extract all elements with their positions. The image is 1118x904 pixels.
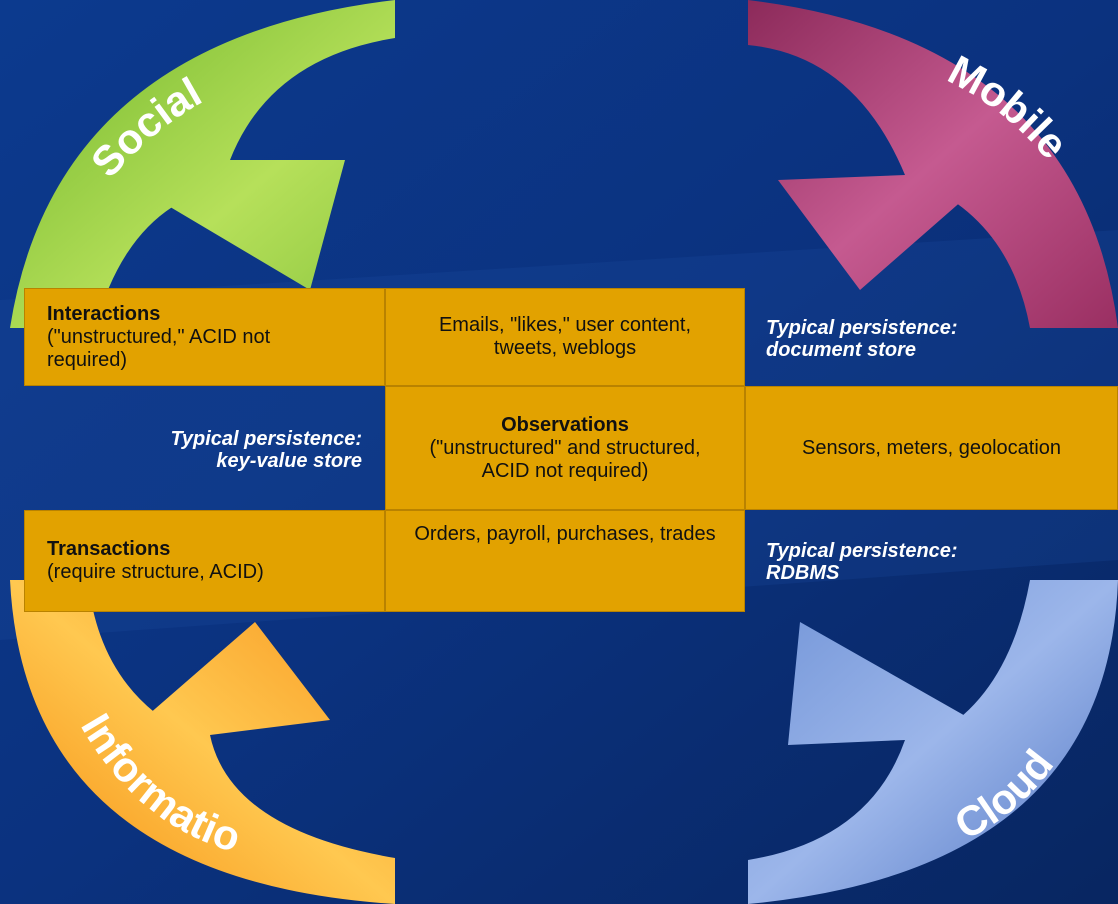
- interactions-examples: Emails, "likes," user content, tweets, w…: [438, 314, 692, 359]
- observations-detail: ("unstructured" and structured, ACID not…: [429, 436, 701, 482]
- transactions-detail: (require structure, ACID): [47, 561, 264, 583]
- document-note-line2: document store: [766, 339, 917, 361]
- rdbms-note-line2: RDBMS: [766, 562, 840, 584]
- transactions-examples-cell: Orders, payroll, purchases, trades: [385, 510, 745, 612]
- document-note-line1: Typical persistence:: [766, 317, 958, 339]
- keyvalue-note-line1: Typical persistence:: [170, 428, 362, 450]
- document-store-note: Typical persistence: document store: [766, 317, 958, 361]
- rdbms-note-line1: Typical persistence:: [766, 540, 958, 562]
- interactions-detail: ("unstructured," ACID not required): [47, 325, 271, 371]
- observations-title: Observations: [501, 413, 629, 436]
- transactions-title: Transactions: [47, 538, 171, 560]
- keyvalue-note-line2: key-value store: [216, 450, 362, 472]
- mobile-arrow: [748, 0, 1118, 328]
- observations-examples-cell: Sensors, meters, geolocation: [745, 386, 1118, 510]
- transactions-examples: Orders, payroll, purchases, trades: [414, 523, 716, 545]
- information-arrow: [10, 580, 395, 904]
- cloud-arrow: [748, 580, 1118, 904]
- rdbms-note: Typical persistence: RDBMS: [766, 540, 958, 584]
- observations-cell: Observations ("unstructured" and structu…: [385, 386, 745, 510]
- key-value-note: Typical persistence: key-value store: [100, 428, 362, 472]
- transactions-cell: Transactions (require structure, ACID): [24, 510, 385, 612]
- social-arrow: [10, 0, 395, 328]
- observations-examples: Sensors, meters, geolocation: [801, 436, 1062, 459]
- interactions-title: Interactions: [47, 302, 161, 325]
- interactions-examples-cell: Emails, "likes," user content, tweets, w…: [385, 288, 745, 386]
- interactions-cell: Interactions ("unstructured," ACID not r…: [24, 288, 385, 386]
